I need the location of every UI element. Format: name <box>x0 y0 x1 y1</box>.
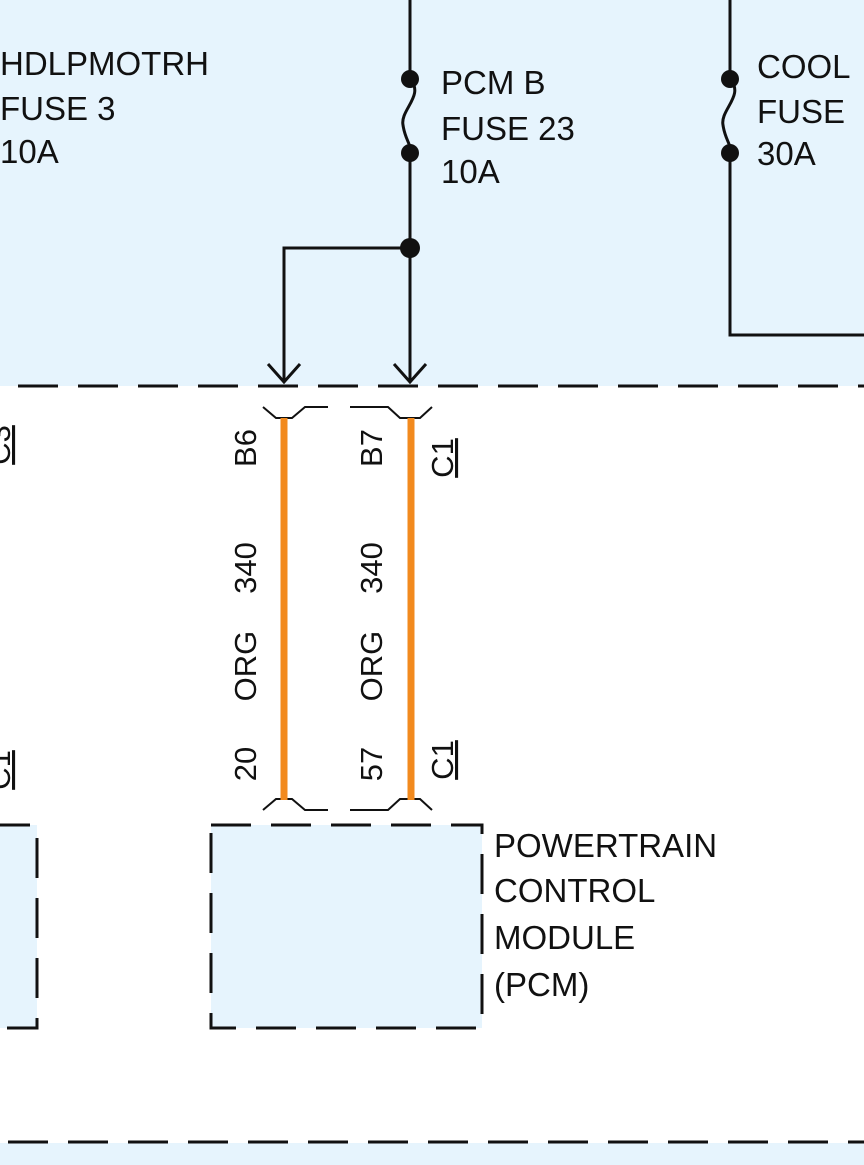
fuse-name: COOL <box>757 48 851 85</box>
pin-label: B6 <box>228 429 263 467</box>
wire-color: ORG <box>354 631 389 702</box>
connector-c1-top <box>262 406 433 419</box>
arrow-down-icon <box>266 363 302 385</box>
module-name-line: POWERTRAIN <box>494 827 717 864</box>
bottom-zone <box>0 1143 864 1165</box>
fuse-name: PCM B <box>441 64 546 101</box>
pcm-module-label: POWERTRAIN CONTROL MODULE (PCM) <box>494 827 717 1003</box>
fuse-block-zone <box>0 0 864 386</box>
pcm-module-box[interactable] <box>209 823 484 1030</box>
arrow-down-icon <box>392 363 428 385</box>
wire-color: ORG <box>228 631 263 702</box>
fuse-rating: 10A <box>441 153 500 190</box>
circuit-number: 340 <box>228 542 263 594</box>
pin-label: 57 <box>354 747 389 781</box>
fuse-cool: COOL FUSE 30A <box>721 0 864 337</box>
module-name-line: CONTROL <box>494 872 655 909</box>
connector-label: C1 <box>0 750 17 790</box>
circuit-number: 340 <box>354 542 389 594</box>
connector-c1-bottom <box>262 798 433 811</box>
connector-label: C3 <box>0 425 17 465</box>
pin-label: B7 <box>354 429 389 467</box>
fuse-rating: 30A <box>757 135 816 172</box>
pin-label: 20 <box>228 747 263 781</box>
module-name-line: (PCM) <box>494 966 589 1003</box>
adjacent-module-box[interactable] <box>0 823 39 1030</box>
fuse-name: HDLPMOTRH <box>0 45 209 82</box>
fuse-number: FUSE 3 <box>0 90 116 127</box>
fuse-number: FUSE 23 <box>441 110 575 147</box>
fuse-number: FUSE <box>757 93 845 130</box>
fuse-rating: 10A <box>0 133 59 170</box>
connector-label: C1 <box>425 740 460 780</box>
fuse-hdlpmotrh-label: HDLPMOTRH FUSE 3 10A <box>0 45 209 170</box>
connector-label: C1 <box>425 438 460 478</box>
module-name-line: MODULE <box>494 919 635 956</box>
fuse-pcm-b: PCM B FUSE 23 10A <box>266 0 575 385</box>
